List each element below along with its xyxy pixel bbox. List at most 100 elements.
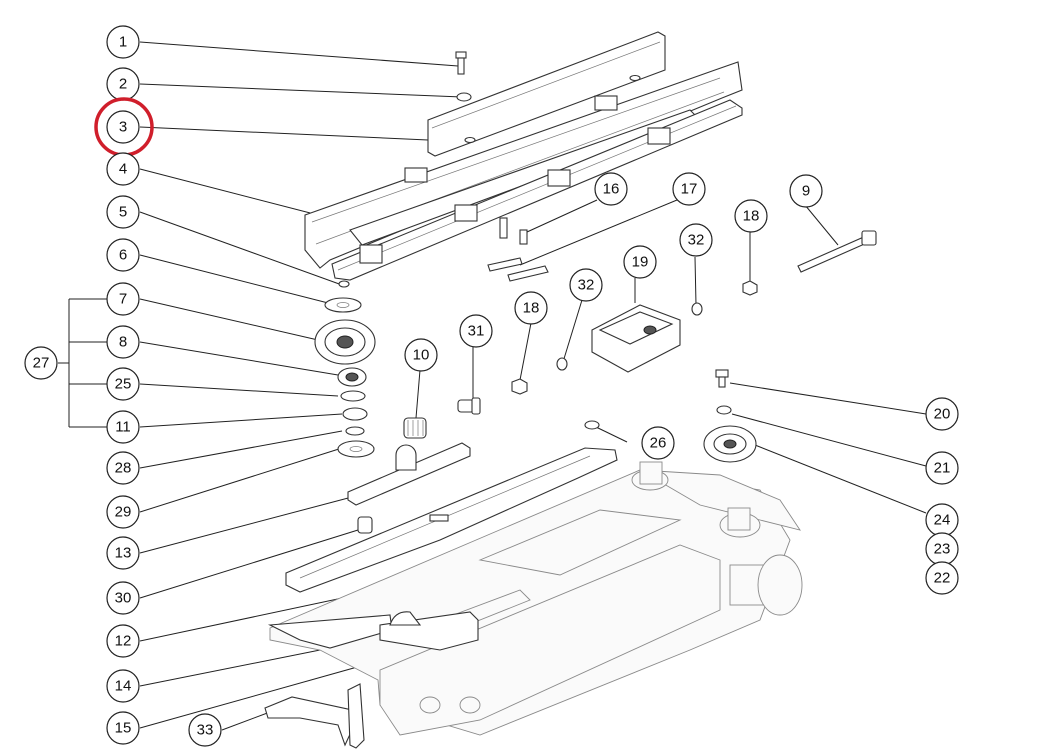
part-6-washer [324, 297, 362, 313]
callout-28[interactable]: 28 [106, 451, 140, 485]
part-26-washer [584, 420, 600, 430]
callout-15-label: 15 [115, 720, 132, 737]
callout-16-label: 16 [603, 181, 620, 198]
part-18-nut [511, 378, 528, 395]
callout-7-label: 7 [119, 291, 127, 308]
part-18-nut-right [742, 280, 758, 296]
callout-4-label: 4 [119, 161, 127, 178]
part-11-ring [342, 407, 368, 421]
callout-29[interactable]: 29 [106, 495, 140, 529]
callout-10[interactable]: 10 [404, 338, 438, 372]
part-32-washer [556, 357, 568, 371]
callout-9-label: 9 [802, 183, 810, 200]
part-14-plate [267, 614, 393, 649]
callout-17[interactable]: 17 [672, 172, 706, 206]
callout-8-label: 8 [119, 334, 127, 351]
part-19-tensioner-block [591, 304, 681, 373]
callout-20[interactable]: 20 [925, 397, 959, 431]
callout-22-label: 22 [934, 570, 951, 587]
part-21-washer [716, 405, 732, 415]
callout-24[interactable]: 24 [925, 503, 959, 537]
callout-30[interactable]: 30 [106, 581, 140, 615]
leader-lines [58, 41, 927, 731]
part-25-ring [340, 390, 366, 402]
part-9-long-bolt [797, 230, 877, 273]
callout-30-label: 30 [115, 590, 132, 607]
callout-1-label: 1 [119, 34, 127, 51]
callout-23[interactable]: 23 [925, 532, 959, 566]
callout-22[interactable]: 22 [925, 561, 959, 595]
callout-27[interactable]: 27 [24, 346, 58, 380]
callout-32-upper-label: 32 [688, 232, 705, 249]
part-29-washer [337, 440, 375, 458]
callout-13-label: 13 [115, 545, 132, 562]
callout-27-label: 27 [33, 355, 50, 372]
callout-13[interactable]: 13 [106, 536, 140, 570]
part-1-bolt [455, 51, 467, 75]
part-17-links [487, 257, 549, 282]
part-28-ring [345, 426, 365, 436]
part-16-pins [499, 217, 528, 245]
callout-21[interactable]: 21 [925, 451, 959, 485]
callout-31[interactable]: 31 [459, 314, 493, 348]
part-10-spring [403, 417, 427, 439]
callout-21-label: 21 [934, 460, 951, 477]
callout-18-lower[interactable]: 18 [514, 291, 548, 325]
callout-5[interactable]: 5 [106, 195, 140, 229]
part-8-bearing [337, 367, 367, 387]
callout-9[interactable]: 9 [789, 174, 823, 208]
callout-2-label: 2 [119, 76, 127, 93]
part-33-guard [264, 683, 365, 749]
callout-11[interactable]: 11 [106, 410, 140, 444]
part-24-sprocket [703, 425, 757, 463]
callout-5-label: 5 [119, 204, 127, 221]
callout-32-lower[interactable]: 32 [569, 268, 603, 302]
part-5-washer [338, 280, 350, 288]
callout-19-label: 19 [632, 254, 649, 271]
callout-6-label: 6 [119, 247, 127, 264]
callout-25[interactable]: 25 [106, 367, 140, 401]
part-32-washer-right [691, 302, 703, 316]
callout-15[interactable]: 15 [106, 711, 140, 745]
callout-29-label: 29 [115, 504, 132, 521]
callout-19[interactable]: 19 [623, 245, 657, 279]
callout-8[interactable]: 8 [106, 325, 140, 359]
callouts: 1 2 3 4 5 6 7 8 25 11 27 28 29 13 30 12 … [24, 25, 959, 747]
part-7-sprocket [314, 319, 376, 365]
callout-11-label: 11 [115, 419, 131, 436]
part-31-bolt [457, 397, 481, 415]
callout-23-label: 23 [934, 541, 951, 558]
callout-33-label: 33 [197, 722, 214, 739]
part-20-bolt [715, 369, 729, 388]
callout-14[interactable]: 14 [106, 669, 140, 703]
callout-20-label: 20 [934, 406, 951, 423]
callout-28-label: 28 [115, 460, 132, 477]
callout-6[interactable]: 6 [106, 238, 140, 272]
callout-18-upper[interactable]: 18 [734, 199, 768, 233]
callout-26-label: 26 [650, 435, 667, 452]
callout-3[interactable]: 3 [106, 110, 140, 144]
callout-4[interactable]: 4 [106, 152, 140, 186]
callout-26[interactable]: 26 [641, 426, 675, 460]
callout-14-label: 14 [115, 678, 132, 695]
part-15-bracket [379, 611, 479, 651]
callout-2[interactable]: 2 [106, 67, 140, 101]
callout-33[interactable]: 33 [188, 713, 222, 747]
callout-17-label: 17 [681, 181, 698, 198]
callout-24-label: 24 [934, 512, 951, 529]
callout-12[interactable]: 12 [106, 624, 140, 658]
part-30-spacer [357, 516, 373, 534]
callout-16[interactable]: 16 [594, 172, 628, 206]
callout-10-label: 10 [413, 347, 430, 364]
callout-12-label: 12 [115, 633, 132, 650]
part-4-chain [304, 61, 743, 281]
part-2-washer [456, 92, 472, 102]
callout-18-upper-label: 18 [743, 208, 760, 225]
callout-3-label: 3 [119, 119, 127, 136]
part-12-main-plate [285, 447, 618, 593]
callout-32-upper[interactable]: 32 [679, 223, 713, 257]
callout-25-label: 25 [115, 376, 132, 393]
callout-7[interactable]: 7 [106, 282, 140, 316]
callout-1[interactable]: 1 [106, 25, 140, 59]
